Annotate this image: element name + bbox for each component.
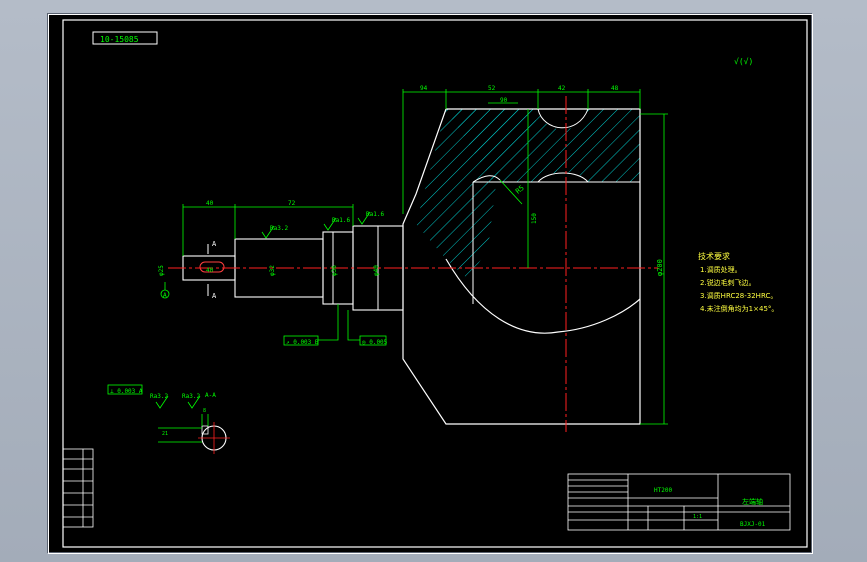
title-drawing-code: BJXJ-01 [740, 521, 766, 528]
section-label: A-A [205, 392, 216, 399]
dim-top-inner: 90 [500, 97, 508, 104]
dim-keyway: 40 [206, 267, 214, 274]
roughness-2: Ra1.6 [332, 217, 350, 224]
tech-req-2: 2.锐边毛刺飞边。 [700, 278, 756, 287]
outer-border [48, 14, 813, 554]
datum-a: A [163, 292, 167, 299]
dim-shaft-4: φ40 [373, 265, 380, 276]
body-inner-arc [537, 172, 589, 183]
datum-markers: A [160, 282, 170, 299]
roughness-marks: Ra3.2 Ra1.6 Ra1.6 Ra3.2 Ra3.2 [150, 211, 384, 409]
dim-height-main: 150 [531, 213, 538, 224]
title-block [567, 473, 791, 531]
technical-requirements: 技术要求 1.调质处理。 2.锐边毛刺飞边。 3.调质HRC28-32HRC。 … [698, 251, 778, 313]
dim-radius: R5 [514, 184, 526, 196]
dimension-text: 94 52 42 48 90 40 72 150 φ200 φ25 φ32 φ3… [158, 85, 664, 276]
body-top-arc [537, 108, 589, 129]
tech-req-4: 4.未注倒角均为1×45°。 [700, 304, 778, 313]
tolerance-3: ⊥ 0.003 A [110, 388, 143, 395]
roughness-4: Ra3.2 [150, 393, 168, 400]
revision-table [62, 448, 94, 528]
dim-shaft-1: φ25 [158, 265, 165, 276]
tolerance-2: ◎ 0.005 [362, 339, 388, 346]
dim-shaft-3: φ36 [331, 265, 338, 276]
dim-top-4: 48 [611, 85, 619, 92]
dimensions [182, 89, 668, 425]
dim-top-3: 42 [558, 85, 566, 92]
hatch-top [446, 109, 640, 182]
dim-section-depth: 21 [162, 431, 168, 437]
title-material: HT200 [654, 487, 672, 494]
tolerance-frames: ↗ 0.003 B ◎ 0.005 ⊥ 0.003 A [107, 304, 388, 395]
surface-finish-global: √(√) [734, 57, 753, 66]
drawing-svg: 10-15085 √(√) R5 [48, 14, 813, 554]
dim-top-2: 52 [488, 85, 496, 92]
svg-text:A: A [212, 240, 217, 248]
dim-left-2: 72 [288, 200, 296, 207]
roughness-5: Ra3.2 [182, 393, 200, 400]
roughness-1: Ra3.2 [270, 225, 288, 232]
tech-req-title: 技术要求 [698, 251, 730, 261]
body-fillet [472, 175, 501, 183]
drawing-number-top: 10-15085 [100, 35, 139, 44]
drawing-number-box [92, 31, 158, 45]
svg-text:A: A [212, 292, 217, 300]
tech-req-3: 3.调质HRC28-32HRC。 [700, 291, 777, 300]
tolerance-1: ↗ 0.003 B [286, 339, 319, 346]
dim-top-1: 94 [420, 85, 428, 92]
body-lower-arc [445, 258, 641, 334]
tech-req-1: 1.调质处理。 [700, 265, 742, 274]
main-body: R5 [402, 108, 641, 425]
drawing-canvas[interactable]: 10-15085 √(√) R5 [47, 13, 813, 554]
inner-border [62, 19, 808, 548]
centerlines [168, 96, 658, 432]
title-part-name: 左端轴 [742, 497, 763, 506]
dim-left-1: 40 [206, 200, 214, 207]
dim-section-width: 8 [203, 408, 206, 414]
body-outline [402, 108, 641, 425]
section-view: A-A 8 21 [158, 392, 230, 454]
title-scale: 1:1 [693, 514, 702, 520]
dim-shaft-2: φ32 [269, 265, 276, 276]
roughness-3: Ra1.6 [366, 211, 384, 218]
dim-overall-height: φ200 [656, 259, 664, 276]
